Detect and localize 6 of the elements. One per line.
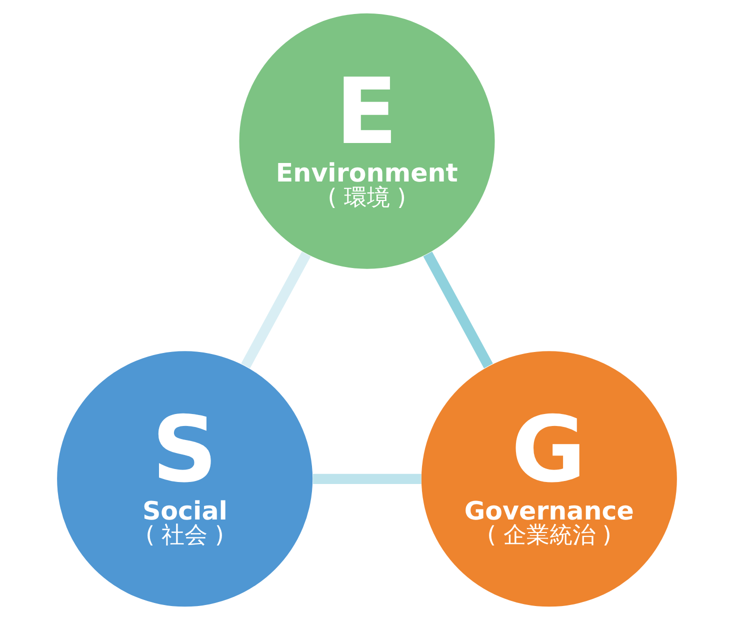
node-circle: G Governance ( 企業統治 ) [421, 351, 677, 607]
connector [312, 474, 422, 484]
node-circle: S Social ( 社会 ) [57, 351, 313, 607]
node-circle: E Environment ( 環境 ) [239, 13, 495, 269]
connector [241, 252, 311, 368]
connector [423, 252, 493, 368]
